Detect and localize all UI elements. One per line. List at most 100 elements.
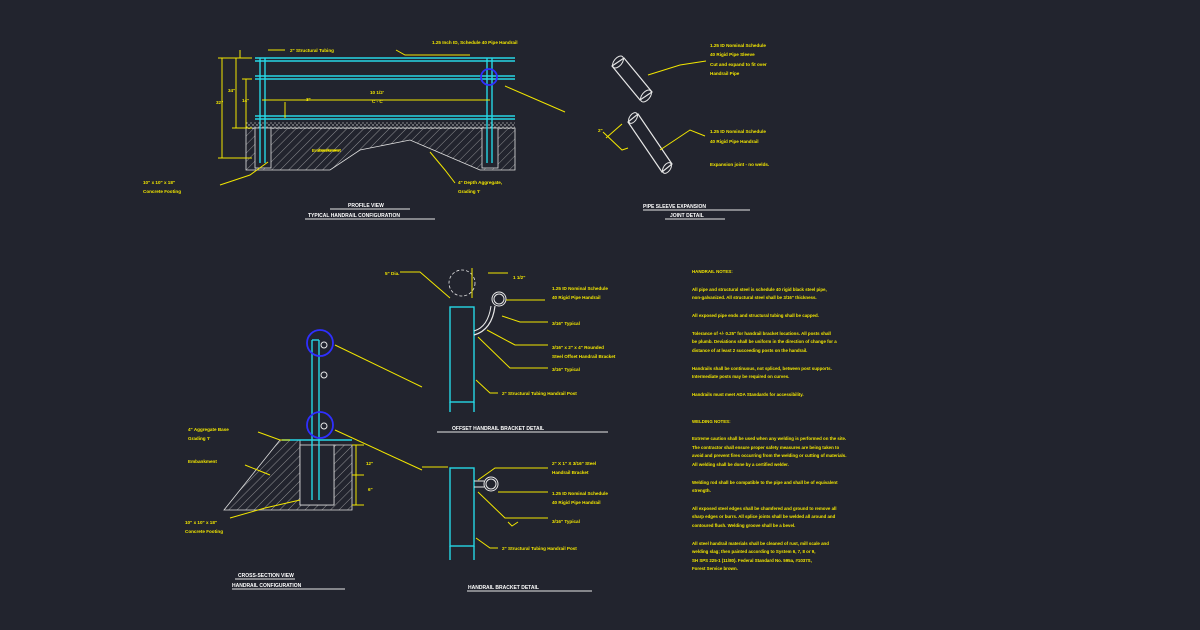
note-h4b: Intermediate posts may be required on cu… — [692, 374, 789, 379]
note-h5: Handrails must meet ADA Standards for ac… — [692, 392, 804, 397]
note-w3b: sharp edges or burrs. All splice joints … — [692, 514, 836, 519]
cross-offset-marker — [306, 329, 334, 357]
bracket-title: HANDRAIL BRACKET DETAIL — [468, 585, 539, 591]
profile-embankment-hatch — [245, 127, 516, 171]
note-w3c: contoured flush. Welding groove shall be… — [692, 523, 795, 528]
sleeve-upper-pipe — [611, 57, 653, 101]
cross-footing — [299, 444, 335, 506]
sleeve-lower-pipe — [627, 113, 673, 173]
cross-title: CROSS-SECTION VIEW — [238, 573, 294, 579]
sleeve-label1d: Handrail Pipe — [710, 71, 740, 76]
bracket-steel-b: Handrail Bracket — [552, 470, 589, 475]
sleeve-dim-2: 2" — [598, 128, 603, 133]
note-w1d: All welding shall be done by a certified… — [692, 462, 789, 467]
cross-bracket-marker — [306, 411, 334, 439]
bracket-typical: 3/16" Typical — [552, 519, 580, 524]
cross-grading-label: Grading 'I' — [188, 436, 210, 441]
bracket-post — [449, 467, 475, 547]
cross-embankment-label: Embankment — [188, 459, 217, 464]
pipe-sleeve-detail — [602, 55, 750, 220]
offset-bracket-a: 3/16" x 2" x 4" Rounded — [552, 345, 604, 350]
note-w4b: welding slag; then painted according to … — [691, 549, 815, 554]
offset-title: OFFSET HANDRAIL BRACKET DETAIL — [452, 426, 544, 432]
offset-dim-112: 1 1/2" — [513, 275, 525, 280]
welding-notes-title: WELDING NOTES: — [692, 419, 731, 424]
bracket-pipe-a: 1.25 ID Nominal Schedule — [552, 491, 608, 496]
handrail-bracket-detail — [422, 466, 592, 592]
offset-bracket-b: Steel Offset Handrail Bracket — [552, 354, 616, 359]
note-w4a: All steel handrail materials shall be cl… — [692, 541, 829, 546]
profile-view-title: PROFILE VIEW — [348, 203, 384, 209]
offset-bracket-arc — [473, 305, 496, 336]
profile-footing-right — [481, 127, 499, 169]
profile-grading-label: Grading 'I' — [458, 189, 480, 194]
profile-view-subtitle: TYPICAL HANDRAIL CONFIGURATION — [308, 213, 400, 219]
sleeve-label2b: 40 Rigid Pipe Handrail — [710, 139, 759, 144]
sleeve-title: PIPE SLEEVE EXPANSION — [643, 204, 706, 210]
offset-typical1: 3/16" Typical — [552, 321, 580, 326]
offset-post-label: 2" Structural Tubing Handrail Post — [502, 391, 577, 396]
sleeve-label1c: Cut and expand to fit over — [710, 62, 767, 67]
profile-footing-left — [254, 127, 272, 169]
note-w1c: avoid and prevent fires occurring from t… — [692, 453, 846, 458]
profile-cc-label: C - C — [372, 99, 383, 104]
cross-aggregate-label: 4" Aggregate Base — [188, 427, 229, 432]
note-w2a: Welding rod shall be compatible to the p… — [692, 480, 838, 485]
profile-view — [218, 49, 566, 220]
profile-dim-34: 34" — [228, 88, 235, 93]
sleeve-label3: Expansion joint - no welds. — [710, 162, 769, 167]
cross-section — [223, 329, 423, 590]
bracket-pipe-outer — [483, 476, 499, 492]
cross-footing-label: Concrete Footing — [185, 529, 223, 534]
offset-post — [449, 306, 475, 403]
profile-aggregate-layer — [246, 122, 515, 129]
note-h3c: distance of at least 2 succeeding posts … — [692, 348, 807, 353]
notes-block: HANDRAIL NOTES: All pipe and structural … — [691, 269, 846, 571]
offset-pipe-outer — [491, 291, 507, 307]
offset-labels: 5" Dia. 1 1/2" 1.25 ID Nominal Schedule … — [385, 271, 616, 432]
note-h1a: All pipe and structural steel is schedul… — [692, 287, 827, 292]
offset-dia-circle — [448, 269, 476, 297]
profile-embankment-label: Embankment — [312, 148, 341, 153]
profile-spacing-label: 10 1/2' — [370, 90, 384, 95]
note-w4d: Forest Service brown. — [692, 566, 738, 571]
profile-detail-marker — [480, 68, 498, 86]
note-h2: All exposed pipe ends and structural tub… — [692, 313, 819, 318]
handrail-notes-title: HANDRAIL NOTES: — [692, 269, 733, 274]
profile-aggregate-label: 4" Depth Aggregate, — [458, 180, 502, 185]
cross-dim-12: 12" — [366, 461, 373, 466]
bracket-post-label: 2" Structural Tubing Handrail Post — [502, 546, 577, 551]
offset-bracket-detail — [400, 268, 608, 433]
profile-footing-label: Concrete Footing — [143, 189, 181, 194]
profile-structural-tubing-label: 2" Structural Tubing — [290, 48, 334, 53]
profile-dim-14: 14" — [242, 98, 249, 103]
profile-labels: 2" Structural Tubing 1.25 Inch ID, Sched… — [143, 40, 518, 219]
note-w3a: All exposed steel edges shall be chamfer… — [692, 506, 836, 511]
note-h3a: Tolerance of +/- 0.25" for handrail brac… — [692, 331, 831, 336]
offset-pipe-b: 40 Rigid Pipe Handrail — [552, 295, 601, 300]
profile-handrail-pipe-label: 1.25 Inch ID, Schedule 40 Pipe Handrail — [432, 40, 518, 45]
cross-labels: 4" Aggregate Base Grading 'I' Embankment… — [185, 427, 373, 589]
sleeve-subtitle: JOINT DETAIL — [670, 213, 704, 219]
note-h3b: be plumb. Deviations shall be uniform in… — [692, 339, 837, 344]
cross-subtitle: HANDRAIL CONFIGURATION — [232, 583, 302, 589]
offset-typical2: 3/16" Typical — [552, 367, 580, 372]
note-w2b: strength. — [692, 488, 711, 493]
bracket-pipe-b: 40 Rigid Pipe Handrail — [552, 500, 601, 505]
sleeve-label1b: 40 Rigid Pipe Sleeve — [710, 52, 755, 57]
cross-dim-6: 6" — [368, 487, 373, 492]
bracket-labels: 2" X 1" X 3/16" Steel Handrail Bracket 1… — [468, 461, 608, 591]
note-w1a: Extreme caution shall be used when any w… — [692, 436, 846, 441]
bracket-steel-a: 2" X 1" X 3/16" Steel — [552, 461, 596, 466]
sleeve-label1a: 1.25 ID Nominal Schedule — [710, 43, 766, 48]
sleeve-labels: 1.25 ID Nominal Schedule 40 Rigid Pipe S… — [598, 43, 769, 219]
note-h1b: non-galvanized. All structural steel sha… — [692, 295, 817, 300]
note-w4c: SH SPS 225-1 (11/80). Federal Standard N… — [692, 558, 812, 563]
profile-dim-3: 3" — [306, 97, 311, 102]
profile-dim-32: 32" — [216, 100, 223, 105]
note-w1b: The contractor shall ensure proper safet… — [692, 445, 839, 450]
note-h4a: Handrails shall be continuous, not splic… — [692, 366, 832, 371]
sleeve-label2a: 1.25 ID Nominal Schedule — [710, 129, 766, 134]
